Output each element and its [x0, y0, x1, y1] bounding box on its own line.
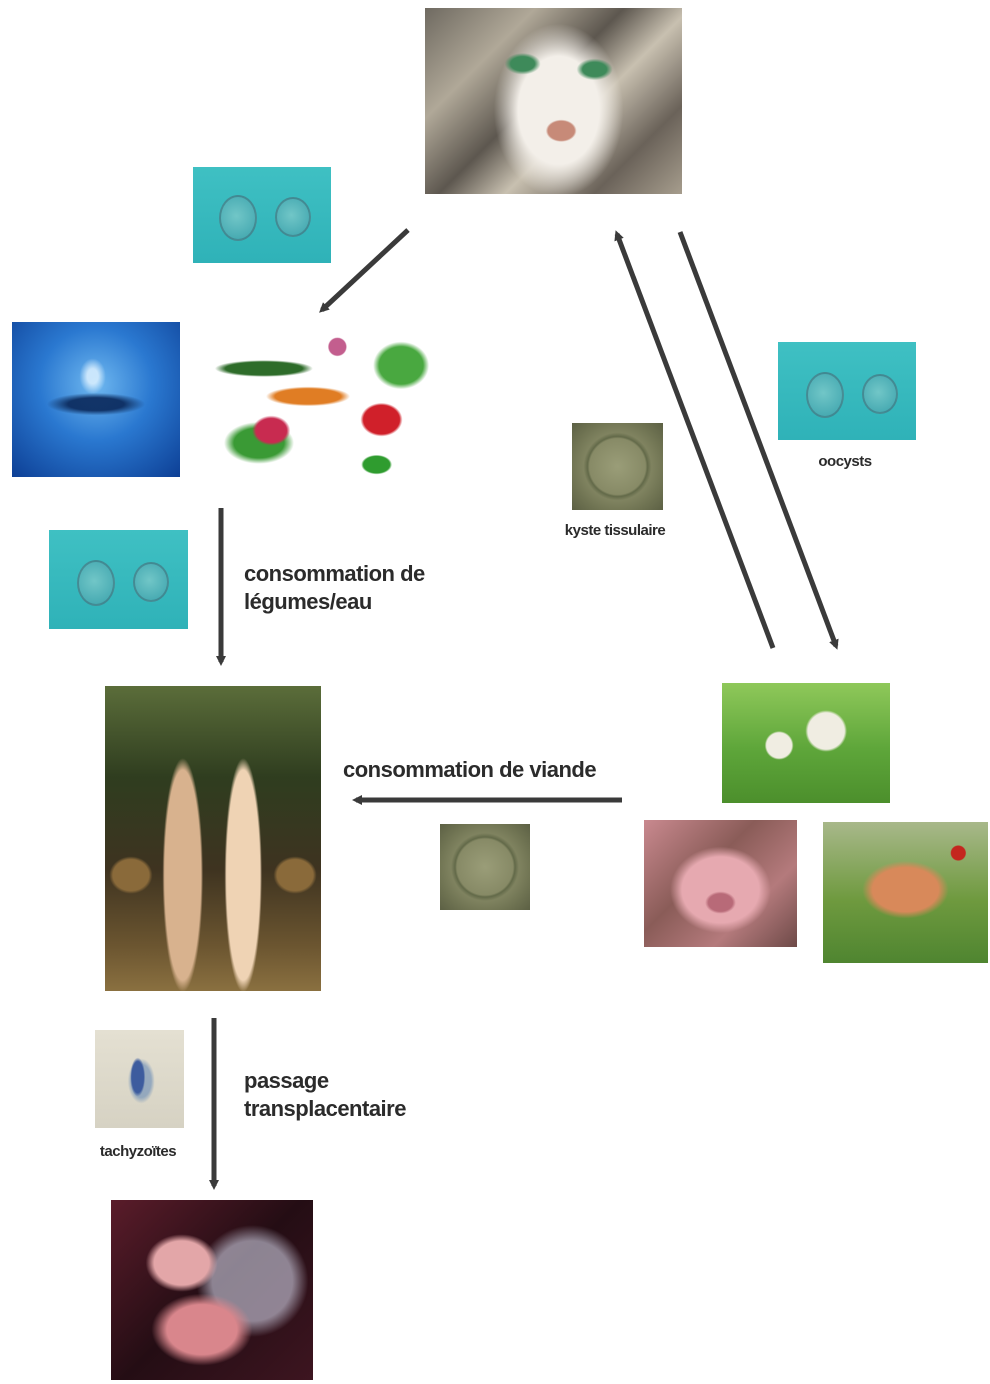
sheep-photo — [722, 683, 890, 803]
vegetables-photo — [210, 322, 455, 477]
label-meat-consumption: consommation de viande — [343, 756, 663, 784]
tachyzoites-image — [95, 1030, 184, 1128]
label-tissue-cyst: kyste tissulaire — [560, 522, 670, 541]
label-tachyzoites: tachyzoïtes — [68, 1143, 208, 1162]
water-splash-photo — [12, 322, 180, 477]
oocyst-image-left — [49, 530, 188, 629]
label-placental-passage: passage transplacentaire — [244, 1067, 474, 1122]
label-oocysts: oocysts — [790, 453, 900, 472]
arrow-cat-to-vegetables — [322, 230, 408, 310]
tissue-cyst-image-right — [572, 423, 663, 510]
adam-eve-painting — [105, 686, 321, 991]
label-veg-consumption: consommation de légumes/eau — [244, 560, 484, 615]
oocyst-image-right — [778, 342, 916, 440]
cat-photo — [425, 8, 682, 194]
fetus-photo — [111, 1200, 313, 1380]
hen-photo — [823, 822, 988, 963]
oocyst-image-top — [193, 167, 331, 263]
pig-photo — [644, 820, 797, 947]
tissue-cyst-image-middle — [440, 824, 530, 910]
